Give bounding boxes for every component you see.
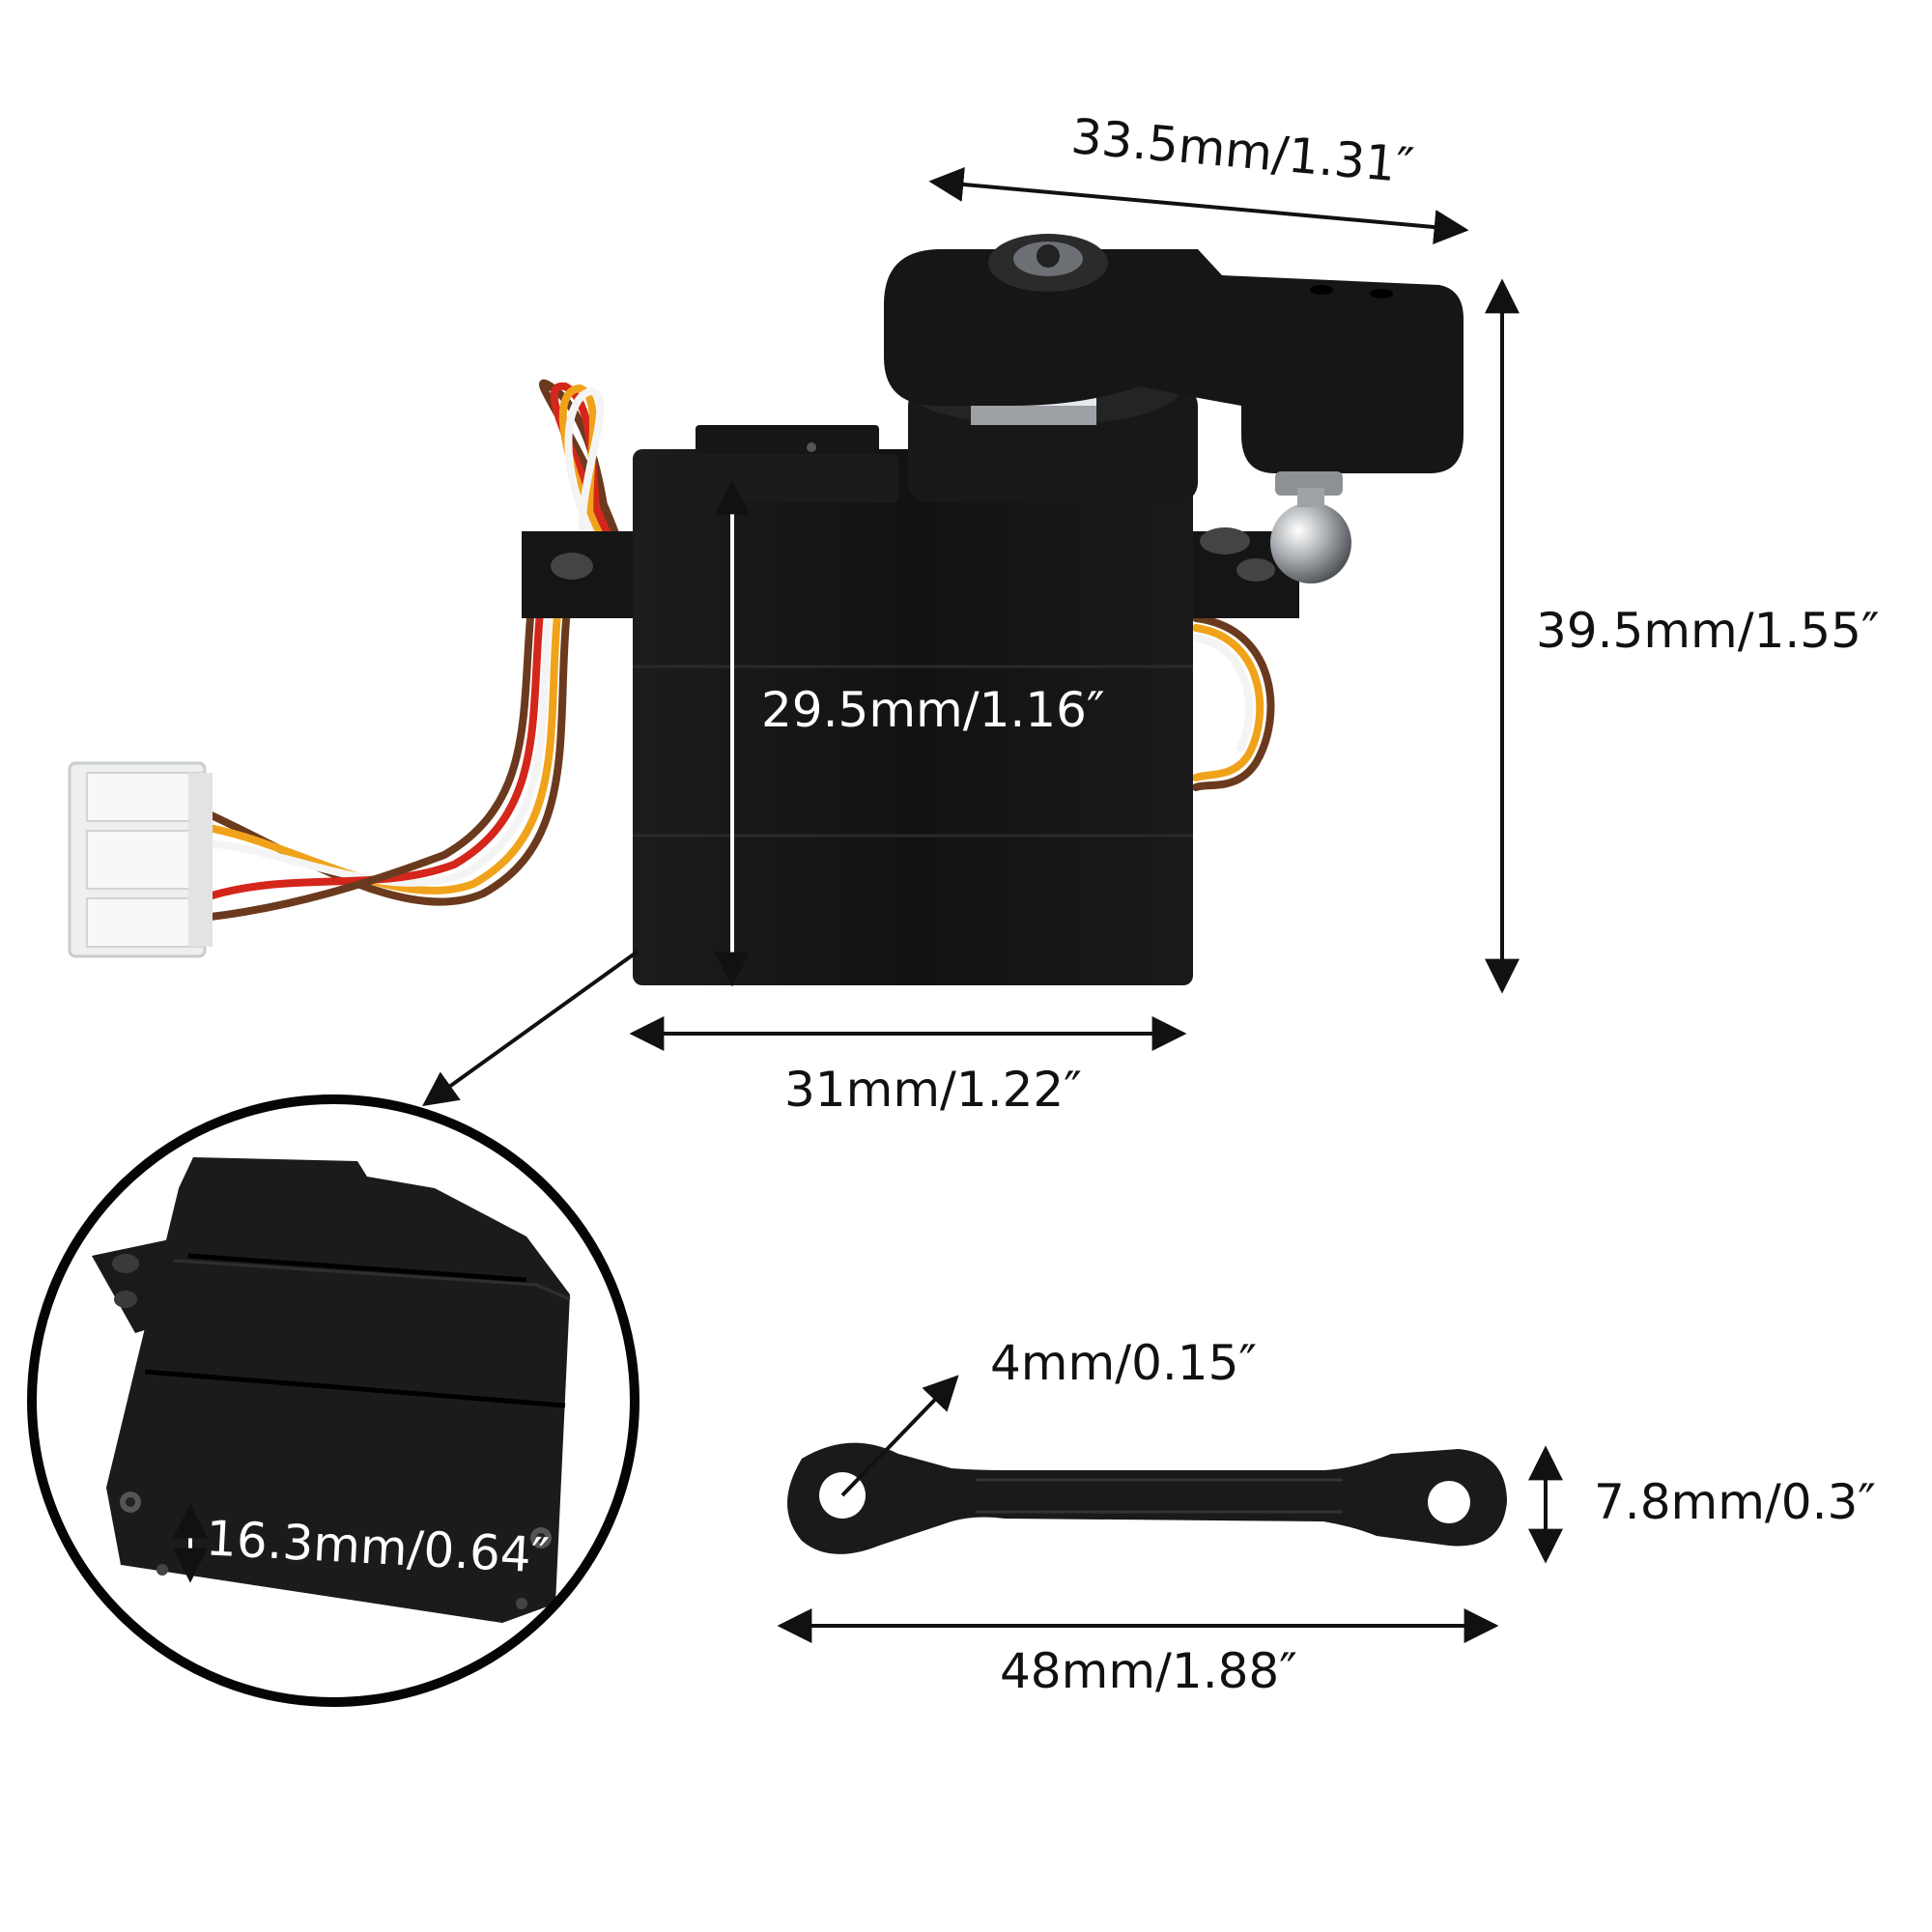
arm-width-line [928, 166, 1469, 245]
linkage-rod-icon [787, 1442, 1507, 1554]
total-height-label: 39.5mm/1.55″ [1536, 603, 1880, 659]
link-length-label: 48mm/1.88″ [1000, 1643, 1297, 1699]
magnifier-circle-icon [27, 1094, 639, 1707]
body-height-label: 29.5mm/1.16″ [761, 682, 1105, 738]
servo-wires [199, 379, 1275, 922]
magnifier-pointer-line [422, 950, 639, 1107]
servo-horn-icon [884, 234, 1463, 473]
arm-width-label: 33.5mm/1.31″ [1069, 108, 1416, 194]
dimension-lines [422, 166, 1520, 1107]
link-dimension-lines [777, 1375, 1563, 1643]
servo-motor-icon [68, 234, 1463, 985]
hole-diameter-line [840, 1375, 959, 1497]
link-height-label: 7.8mm/0.3″ [1594, 1474, 1876, 1530]
wire-connector-icon [68, 761, 213, 958]
ball-joint-icon [1270, 471, 1351, 583]
hole-diameter-label: 4mm/0.15″ [990, 1335, 1257, 1391]
body-width-label: 31mm/1.22″ [784, 1062, 1082, 1118]
